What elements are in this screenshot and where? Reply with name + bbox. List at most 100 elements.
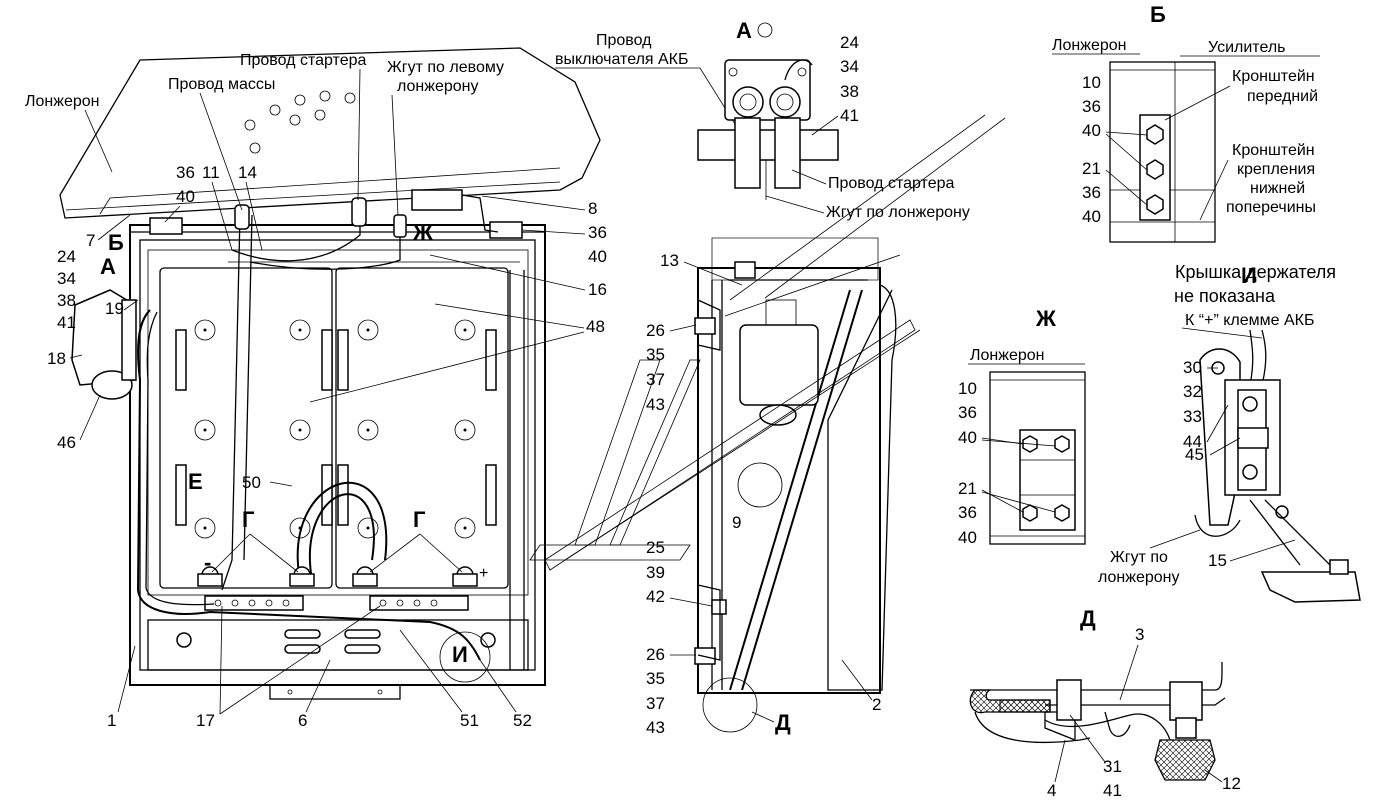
callout-42: 42 <box>646 587 665 606</box>
callout-43: 43 <box>646 395 665 414</box>
detail-b-title: Б <box>1150 2 1166 27</box>
callout-13: 13 <box>660 251 679 270</box>
callout-40-zh2: 40 <box>958 528 977 547</box>
label-front-bracket-1: Кронштейн <box>1232 68 1315 85</box>
terminal-strips <box>204 595 469 611</box>
battery-right <box>335 267 509 589</box>
main-view <box>59 47 601 700</box>
bottom-tray <box>147 619 529 700</box>
callout-30: 30 <box>1183 358 1202 377</box>
view-mark-g2: Г <box>413 507 426 532</box>
detail-b: Б Лонжерон Усилитель 10 36 40 21 36 40 К… <box>1052 2 1320 243</box>
label-longeron-zh: Лонжерон <box>970 347 1044 364</box>
callout-32: 32 <box>1183 382 1202 401</box>
callout-31: 31 <box>1103 757 1122 776</box>
label-note-2: не показана <box>1174 286 1276 306</box>
callout-51: 51 <box>460 711 479 730</box>
side-view <box>694 114 1006 733</box>
callout-33: 33 <box>1183 407 1202 426</box>
callout-45: 45 <box>1185 445 1204 464</box>
callout-44: 44 <box>1183 432 1202 451</box>
callout-26: 26 <box>646 321 665 340</box>
detail-circle-d <box>702 677 758 733</box>
callout-41: 41 <box>57 313 76 332</box>
side-view-labels: 13 26 35 37 43 9 25 39 42 26 35 37 43 2 … <box>646 251 881 737</box>
callout-10-zh: 10 <box>958 379 977 398</box>
callout-7: 7 <box>86 231 95 250</box>
callout-10-b: 10 <box>1082 73 1101 92</box>
callout-36-zh: 36 <box>958 403 977 422</box>
label-longeron-b: Лонжерон <box>1052 37 1126 54</box>
label-mount-bracket-2: крепления <box>1237 161 1315 178</box>
view-mark-a: А <box>100 254 116 279</box>
callout-38-a: 38 <box>840 82 859 101</box>
callout-21-b: 21 <box>1082 159 1101 178</box>
view-mark-d: Д <box>775 710 791 735</box>
label-harness-i-2: лонжерону <box>1098 569 1179 586</box>
label-harness-left-1: Жгут по левому <box>387 59 504 76</box>
callout-41-d: 41 <box>1103 781 1122 800</box>
callout-15: 15 <box>1208 551 1227 570</box>
label-note-1-visible: Крышка держателя <box>1175 262 1336 282</box>
callout-36-b: 36 <box>1082 97 1101 116</box>
callout-9: 9 <box>732 513 741 532</box>
callout-19: 19 <box>105 299 124 318</box>
label-terminal: К “+” клемме АКБ <box>1185 312 1314 329</box>
callout-21-zh: 21 <box>958 479 977 498</box>
callout-46: 46 <box>57 433 76 452</box>
callout-52: 52 <box>513 711 532 730</box>
view-mark-g1: Г <box>242 507 255 532</box>
main-view-labels: Лонжерон Провод массы Провод стартера Жг… <box>25 52 607 730</box>
label-mount-bracket-3: нижней <box>1250 180 1305 197</box>
longeron-holes <box>244 90 356 154</box>
label-harness-left-2: лонжерону <box>397 78 478 95</box>
callout-37-lower: 37 <box>646 694 665 713</box>
label-ground-wire: Провод массы <box>168 76 275 93</box>
view-mark-zh: Ж <box>412 220 433 245</box>
terminal-minus: - <box>204 550 211 575</box>
callout-18: 18 <box>47 349 66 368</box>
detail-i: И Крышка держателя не показана К “+” кле… <box>1098 262 1361 603</box>
callout-6: 6 <box>298 711 307 730</box>
label-switch-wire-2: выключателя АКБ <box>555 51 689 68</box>
callout-12: 12 <box>1222 774 1241 793</box>
label-front-bracket-2: передний <box>1247 88 1318 105</box>
projection-guides <box>529 319 921 571</box>
ground-wire-path <box>221 214 241 591</box>
callout-36-zh2: 36 <box>958 503 977 522</box>
label-starter-wire: Провод стартера <box>240 52 366 69</box>
label-harness-i-1: Жгут по <box>1110 549 1168 566</box>
callout-35-lower: 35 <box>646 669 665 688</box>
callout-35: 35 <box>646 345 665 364</box>
longeron-outline <box>59 47 601 219</box>
callout-11: 11 <box>202 163 220 182</box>
detail-circle-i <box>439 631 491 683</box>
label-longeron: Лонжерон <box>25 93 99 110</box>
battery-left <box>159 267 333 589</box>
label-starter-wire-a: Провод стартера <box>828 175 954 192</box>
callout-40: 40 <box>176 187 195 206</box>
callout-40-right: 40 <box>588 247 607 266</box>
battery-terminals <box>197 566 478 587</box>
callout-37: 37 <box>646 370 665 389</box>
detail-d: Д 3 31 41 4 12 <box>969 606 1241 800</box>
label-reinforcement: Усилитель <box>1208 39 1286 56</box>
callout-40-b: 40 <box>1082 121 1101 140</box>
hex-bolts-b <box>1146 124 1164 215</box>
label-mount-bracket-1: Кронштейн <box>1232 142 1315 159</box>
callout-34-a: 34 <box>840 57 859 76</box>
terminal-plus: + <box>479 565 488 582</box>
callout-26-lower: 26 <box>646 645 665 664</box>
callout-3: 3 <box>1135 625 1144 644</box>
callout-48: 48 <box>586 317 605 336</box>
callout-36-right: 36 <box>588 223 607 242</box>
long-harness <box>136 309 481 661</box>
callout-14: 14 <box>238 163 257 182</box>
callout-8: 8 <box>588 199 597 218</box>
side-strap <box>729 289 863 691</box>
callout-40-b2: 40 <box>1082 207 1101 226</box>
callout-38: 38 <box>57 291 76 310</box>
detail-a: А Провод выключателя АКБ 24 34 38 41 Про… <box>555 18 970 221</box>
battery-box-frame <box>129 224 546 686</box>
callout-2: 2 <box>872 695 881 714</box>
